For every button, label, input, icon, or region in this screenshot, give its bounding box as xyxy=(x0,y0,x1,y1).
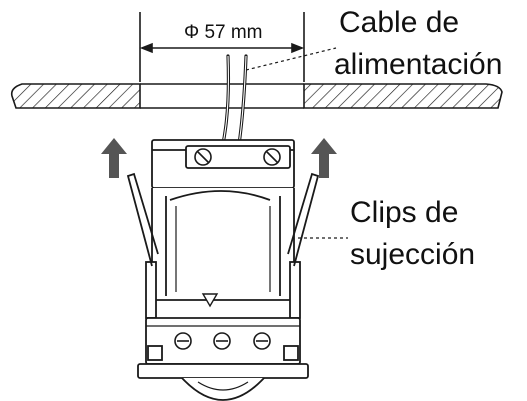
sensor-lens-dome xyxy=(181,377,265,401)
terminal-screw-right-icon xyxy=(263,148,281,166)
flange-screw-1-icon xyxy=(174,332,192,350)
clips-label-line1: Clips de xyxy=(350,196,458,229)
terminal-screw-left-icon xyxy=(194,148,212,166)
triangle-marker-icon xyxy=(201,293,219,308)
fixing-clips xyxy=(126,172,320,267)
flange-screw-2-icon xyxy=(213,332,231,350)
cable-label-line2: alimentación xyxy=(334,48,502,81)
clips-label-line2: sujección xyxy=(350,238,475,271)
sensor-housing xyxy=(145,139,301,319)
flange-screw-3-icon xyxy=(253,332,271,350)
up-arrow-right-icon xyxy=(311,138,337,178)
cable-label-line1: Cable de xyxy=(339,6,459,39)
dimension-line xyxy=(139,12,305,82)
cable-callout-leader xyxy=(245,47,337,71)
ceiling-panel xyxy=(10,83,503,109)
up-arrow-left-icon xyxy=(101,138,127,178)
dimension-label: Φ 57 mm xyxy=(184,22,263,43)
